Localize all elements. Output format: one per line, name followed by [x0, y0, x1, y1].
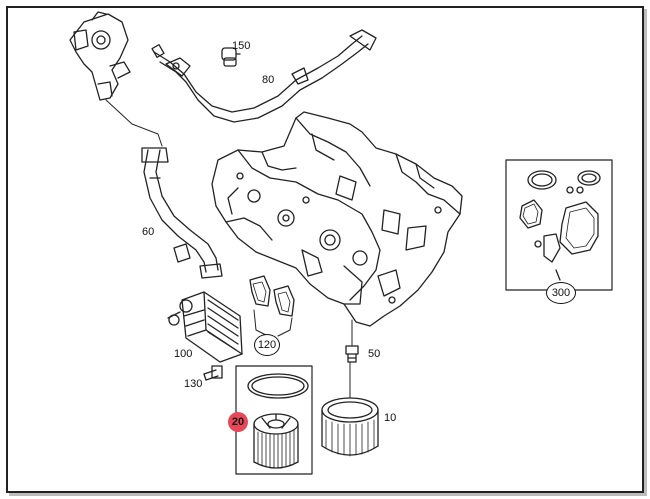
filter-element-20 [253, 413, 299, 469]
drain-plug-50 [345, 319, 359, 363]
callout-130: 130 [184, 378, 203, 390]
callout-100: 100 [174, 348, 193, 360]
bolt-130 [203, 365, 223, 381]
callout-60: 60 [142, 226, 155, 238]
filter-cap-10 [321, 361, 379, 457]
oil-cooler-100 [167, 291, 243, 363]
filter-kit-box [235, 365, 313, 475]
gasket-kit-box [505, 159, 613, 291]
callout-10: 10 [384, 412, 397, 424]
callout-20-highlighted[interactable]: 20 [228, 412, 248, 432]
thermostat-housing [69, 11, 131, 101]
engine-housing [211, 111, 463, 327]
callout-50: 50 [368, 348, 381, 360]
callout-150: 150 [232, 40, 251, 52]
filter-o-ring [247, 373, 309, 399]
gasket-set-120 [249, 275, 295, 337]
hose-60 [141, 147, 223, 279]
callout-300: 300 [546, 282, 576, 304]
callout-80: 80 [262, 74, 275, 86]
fitting-150 [221, 47, 241, 67]
callout-120: 120 [254, 334, 280, 356]
hose-80 [151, 29, 377, 123]
gasket-kit-300 [519, 170, 601, 281]
diagram-frame [6, 6, 644, 493]
